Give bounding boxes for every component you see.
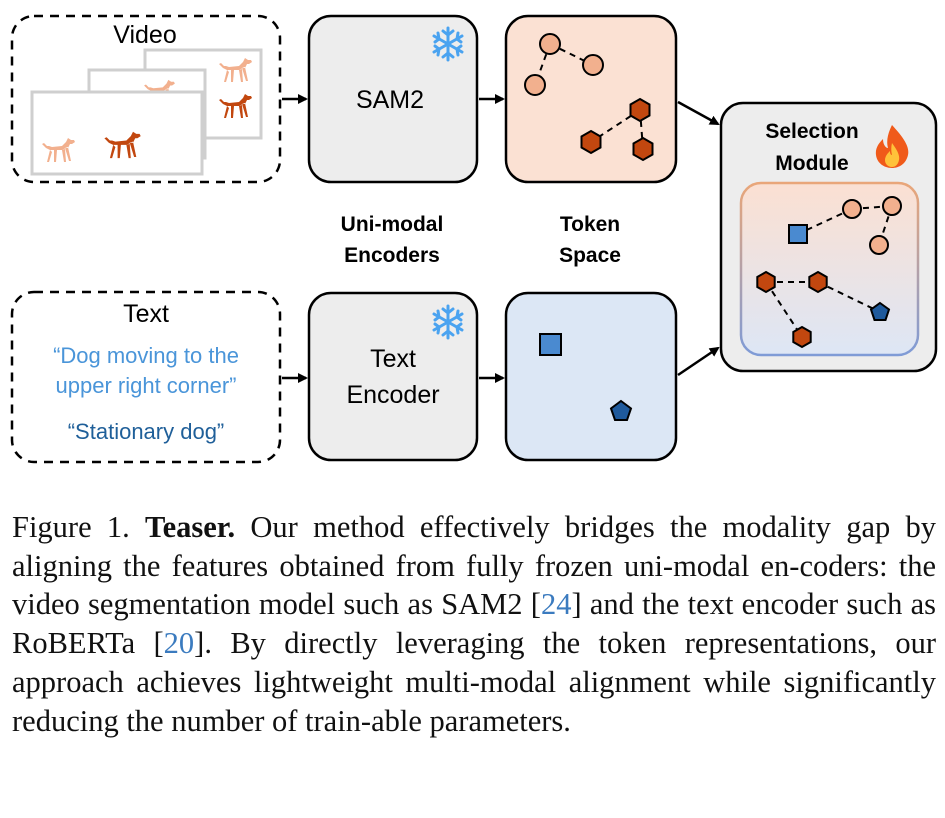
selected-video-token xyxy=(842,199,862,219)
selected-video-token xyxy=(756,270,776,294)
video-token-space xyxy=(504,14,678,184)
uni-modal-label-line-2: Encoders xyxy=(344,244,440,267)
video-label: Video xyxy=(113,21,177,49)
video-token-node xyxy=(629,97,651,123)
text-token-space xyxy=(504,291,678,462)
query-1-line-1: “Dog moving to the xyxy=(53,343,239,368)
snowflake-icon xyxy=(432,304,464,340)
video-token-node xyxy=(632,136,654,162)
video-token-node xyxy=(582,54,604,76)
video-token-node xyxy=(580,129,602,155)
selection-module: Selection Module xyxy=(719,101,938,373)
query-1-line-2: upper right corner” xyxy=(56,373,237,398)
selection-label-line-2: Module xyxy=(775,152,849,175)
selected-text-token-square xyxy=(788,224,808,244)
text-encoder-line-1: Text xyxy=(370,345,416,373)
selected-text-token-pentagon xyxy=(869,301,891,321)
arrow-video-tokens-to-selection xyxy=(677,100,720,126)
fire-icon xyxy=(875,125,909,168)
pipeline-diagram: Video Text “Dog moving to the upper righ… xyxy=(10,14,938,464)
selected-video-token xyxy=(808,270,828,294)
selected-video-token xyxy=(792,325,812,349)
caption-title: Teaser. xyxy=(145,510,236,544)
figure-label: Figure 1. xyxy=(12,510,130,544)
token-space-label-line-2: Space xyxy=(559,244,621,267)
text-token-pentagon xyxy=(609,399,633,421)
sam2-encoder-box: SAM2 xyxy=(307,14,479,184)
citation-link[interactable]: 20 xyxy=(163,626,195,661)
text-encoder-box: Text Encoder xyxy=(307,291,479,462)
text-input-box: Text “Dog moving to the upper right corn… xyxy=(10,290,282,464)
uni-modal-label-line-1: Uni-modal xyxy=(341,213,444,236)
caption-text-3: ]. By directly leveraging the token repr… xyxy=(12,626,936,738)
citation-link[interactable]: 24 xyxy=(540,587,572,622)
caption-text-1: Our method effectively bridges the modal… xyxy=(12,510,936,622)
video-frame-1 xyxy=(30,90,204,176)
text-token-square xyxy=(539,333,562,356)
selected-video-token xyxy=(882,196,902,216)
query-2: “Stationary dog” xyxy=(68,419,225,444)
text-encoder-line-2: Encoder xyxy=(346,381,439,409)
selected-video-token xyxy=(869,235,889,255)
snowflake-icon xyxy=(432,26,464,62)
arrow-text-tokens-to-selection xyxy=(677,346,720,377)
video-token-node xyxy=(539,33,561,55)
selection-label-line-1: Selection xyxy=(765,120,858,143)
sam2-label: SAM2 xyxy=(356,86,424,114)
figure-caption: Figure 1. Teaser. Our method effectively… xyxy=(12,508,936,740)
token-space-label-line-1: Token xyxy=(560,213,620,236)
caption-text-2: ] and the text encoder such as RoBERTa [ xyxy=(12,587,936,661)
text-label: Text xyxy=(123,300,169,328)
video-input-box: Video xyxy=(10,14,282,184)
video-token-node xyxy=(524,74,546,96)
